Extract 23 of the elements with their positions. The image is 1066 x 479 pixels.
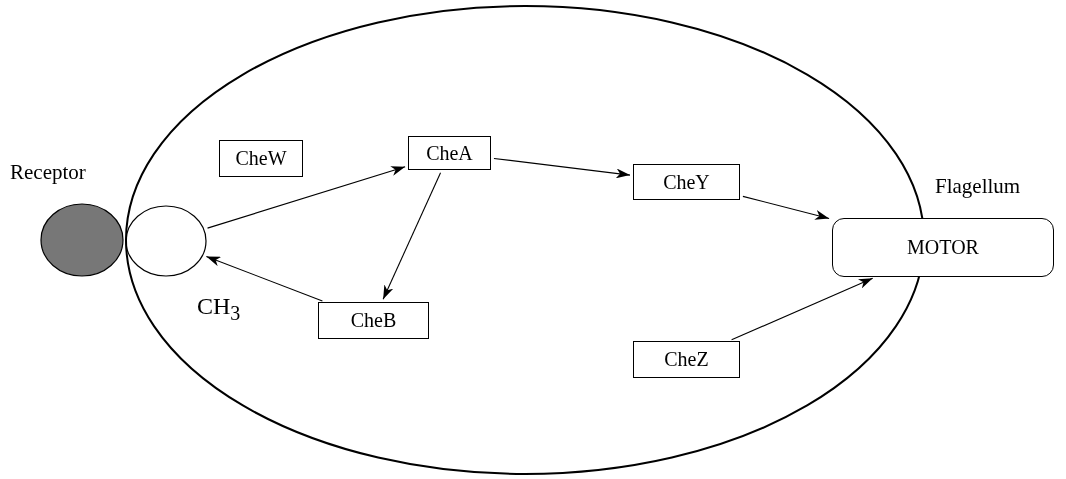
node-label: MOTOR xyxy=(907,236,979,259)
node-label: CheW xyxy=(235,147,287,170)
arrow xyxy=(493,157,631,179)
protein-box xyxy=(219,140,303,177)
protein-box xyxy=(633,164,740,200)
node-label: CheB xyxy=(350,309,397,332)
arrow xyxy=(382,172,442,300)
receptor-circle xyxy=(40,203,124,277)
receptor-site-circle xyxy=(125,205,207,277)
node-label: CheA xyxy=(426,141,473,165)
node-caption: Receptor xyxy=(10,160,86,185)
arrow xyxy=(206,166,406,229)
text-label: Flagellum xyxy=(935,174,1021,199)
node-label: CheZ xyxy=(664,348,709,371)
arrow xyxy=(731,277,874,341)
node-label: CheY xyxy=(663,170,710,194)
text-label: CH$_{3}$ xyxy=(197,293,241,325)
protein-box xyxy=(408,136,491,170)
protein-box xyxy=(318,302,429,339)
motor-box xyxy=(832,218,1054,277)
arrow xyxy=(205,255,323,302)
arrow xyxy=(742,195,830,220)
protein-box xyxy=(633,341,740,378)
